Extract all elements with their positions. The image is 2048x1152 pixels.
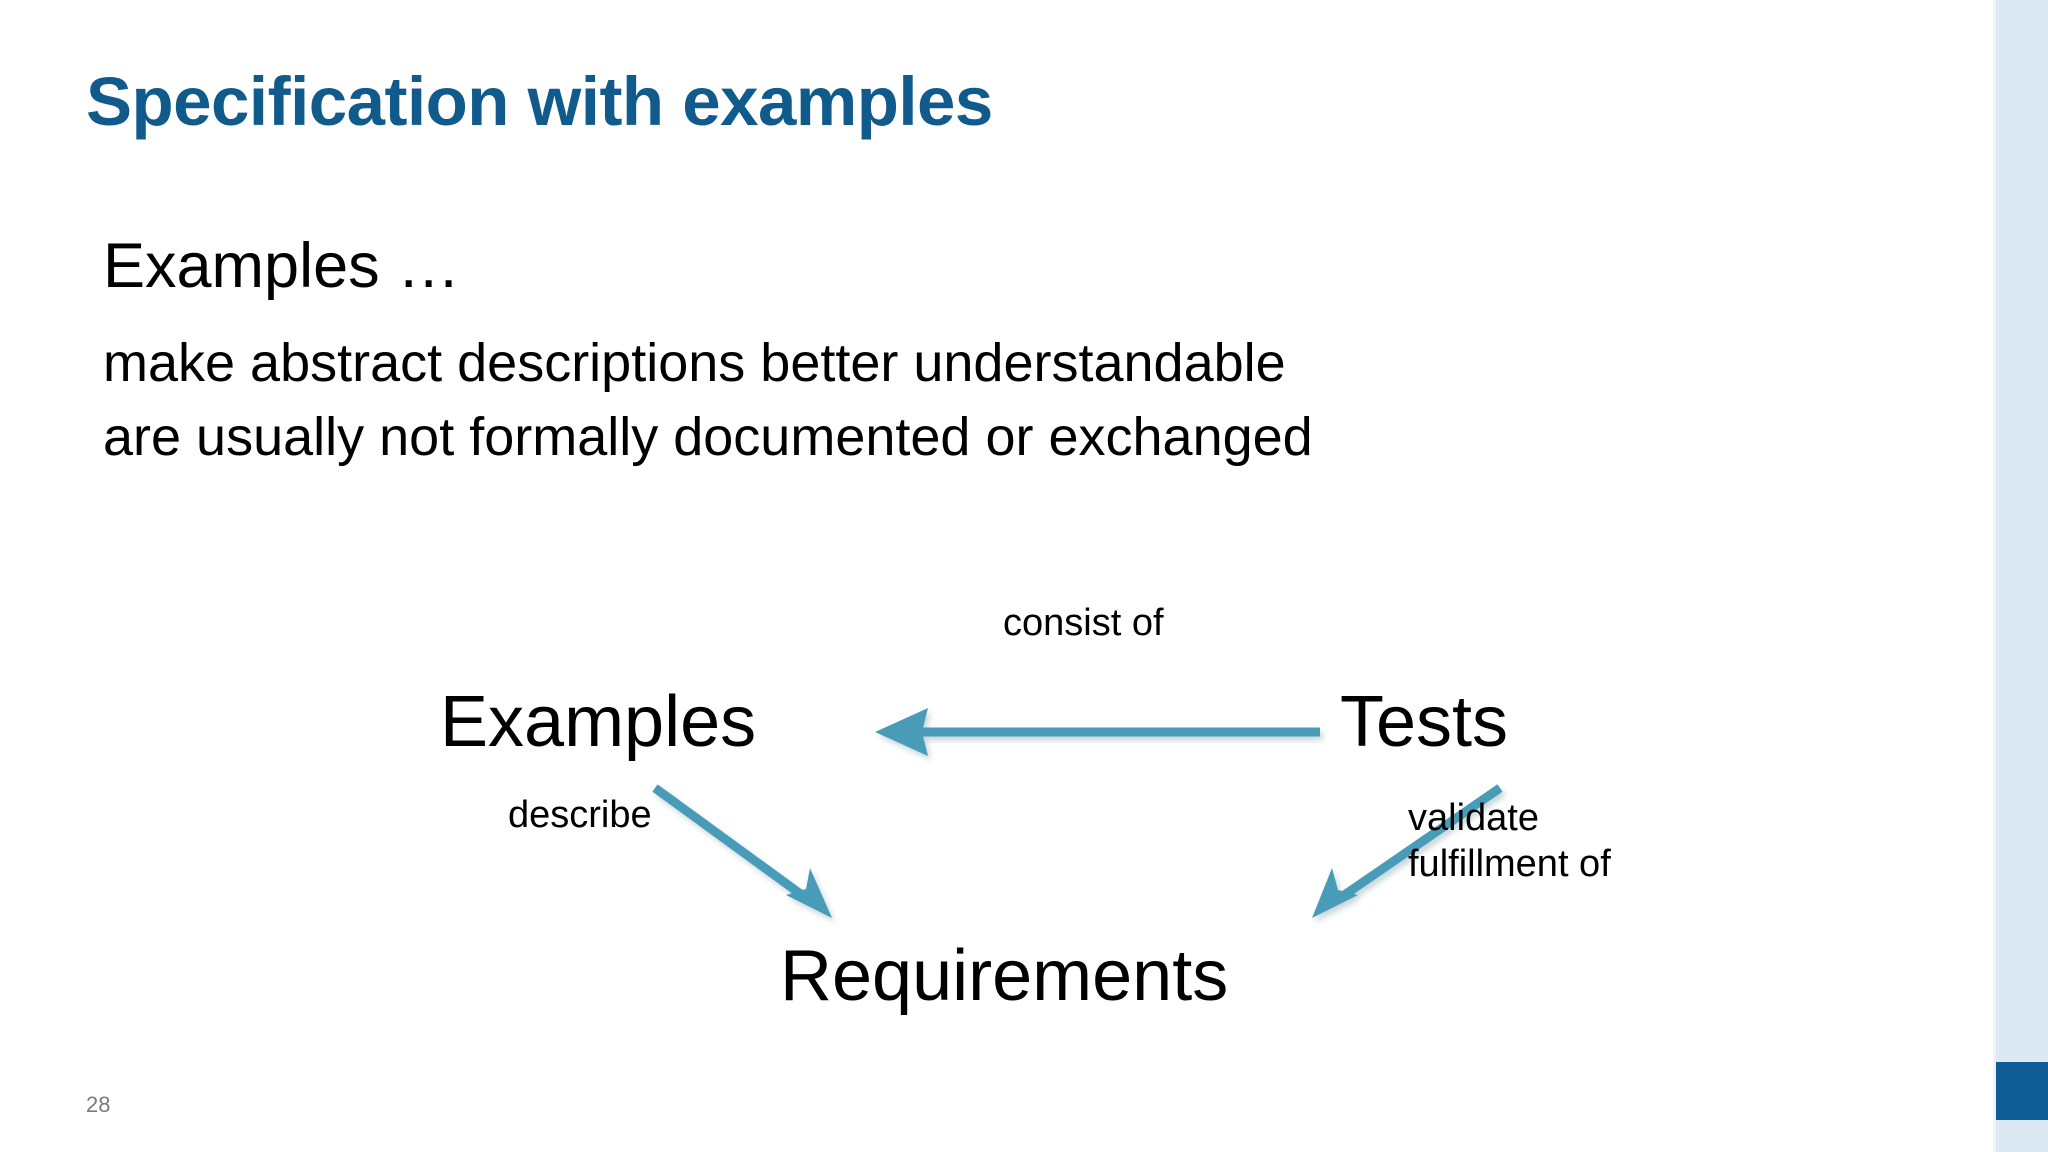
arrow-consist-of (875, 708, 1320, 756)
diagram-edge-label-describe: describe (508, 794, 652, 836)
arrow-validate-fulfillment-of (1312, 784, 1503, 918)
body-lead-line: Examples … (103, 231, 461, 301)
diagram-edge-label-validate-line2: fulfillment of (1408, 843, 1611, 886)
right-edge-accent-block (1996, 1062, 2048, 1120)
diagram-edge-label-validate-fulfillment-of: validate fulfillment of (1408, 795, 1611, 888)
diagram-node-tests: Tests (1340, 682, 1509, 762)
relationship-diagram: Examples Tests Requirements consist of d… (0, 600, 2048, 1100)
right-edge-hairline (1993, 0, 1996, 1152)
arrow-describe (652, 784, 832, 918)
body-line: make abstract descriptions better unders… (103, 333, 1286, 394)
page-title: Specification with examples (86, 63, 993, 140)
diagram-edge-label-validate-line1: validate (1408, 797, 1539, 839)
diagram-arrows-canvas (652, 708, 1503, 918)
right-edge-band (1996, 0, 2048, 1152)
body-line: are usually not formally documented or e… (103, 407, 1313, 468)
body-text-block: Examples … make abstract descriptions be… (103, 232, 1703, 472)
diagram-node-requirements: Requirements (780, 936, 1229, 1016)
diagram-edge-label-consist-of: consist of (1003, 602, 1164, 644)
diagram-node-examples: Examples (440, 682, 757, 762)
page-number: 28 (86, 1092, 111, 1117)
